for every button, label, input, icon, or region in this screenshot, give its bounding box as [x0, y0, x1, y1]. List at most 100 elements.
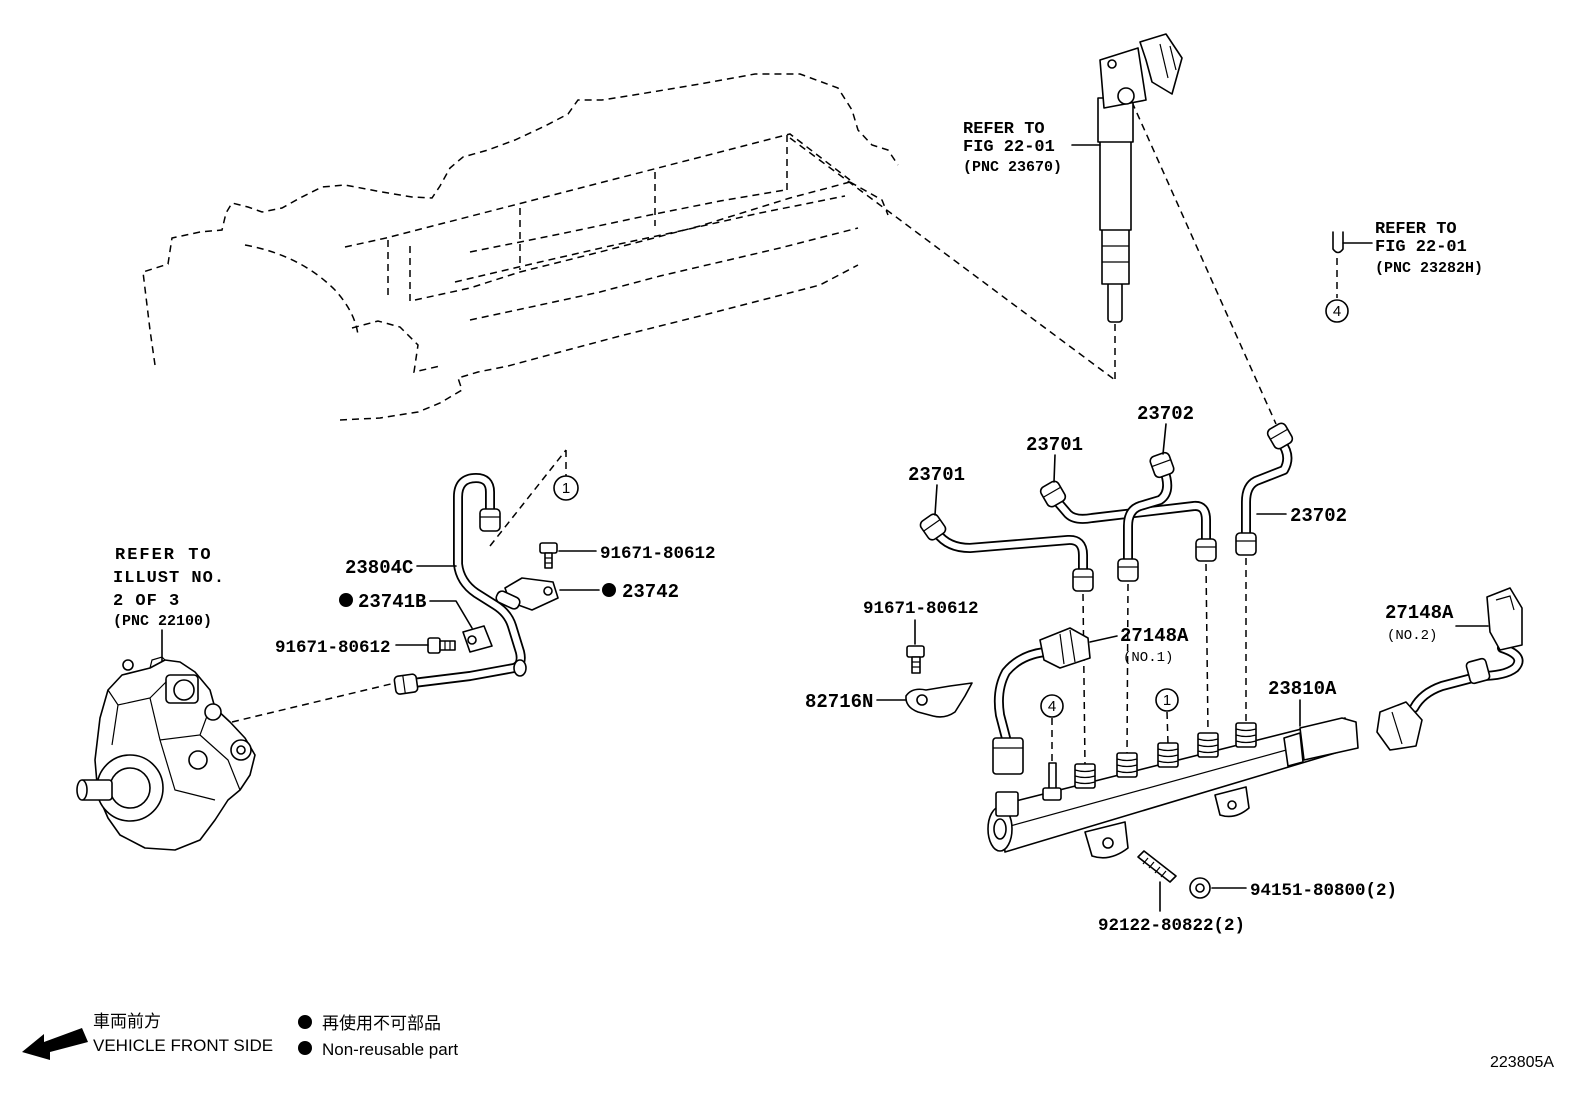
nut-94151-80800[interactable]	[1189, 877, 1211, 899]
callout-92122-80822[interactable]: 92122-80822(2)	[1098, 916, 1245, 936]
marker-circle	[1155, 688, 1179, 712]
callout-27148a-no2[interactable]: 27148A	[1385, 602, 1454, 624]
marker-number: 4	[1333, 303, 1341, 320]
wire-connector-lower	[992, 737, 1024, 775]
leader-line	[1053, 454, 1056, 483]
rail-end-hole	[993, 818, 1007, 840]
pipe-nut	[1149, 451, 1175, 479]
protector-hole	[916, 694, 928, 706]
injection-pipe-23701-left[interactable]	[918, 512, 1094, 592]
callout-23701-middle[interactable]: 23701	[1026, 434, 1083, 456]
injector-rings	[1102, 245, 1129, 263]
callout-94151-80800[interactable]: 94151-80800(2)	[1250, 881, 1397, 901]
figure-id: 223805A	[1490, 1054, 1554, 1071]
injector-connector	[1139, 33, 1183, 95]
pipe-nut-rail-side	[479, 508, 501, 532]
pump-flange-inner	[109, 767, 151, 809]
injection-pipe-23702-upper[interactable]	[1117, 451, 1175, 582]
ref-injector-line1: REFER TO	[963, 120, 1045, 139]
legend-front-en: VEHICLE FRONT SIDE	[93, 1036, 273, 1055]
ref-plug-line2: FIG 22-01	[1375, 238, 1467, 257]
plug-reference-note: REFER TO FIG 22-01 (PNC 23282H) 4	[1325, 220, 1483, 323]
pump-bolt	[122, 659, 134, 671]
injector-connector-ribs	[1159, 43, 1177, 79]
injector-nozzle-body	[1101, 227, 1130, 285]
injector-screw	[1107, 59, 1117, 69]
bracket-clamp	[495, 590, 521, 610]
bolt-shank	[439, 640, 456, 651]
marker-number: 1	[562, 480, 570, 497]
callout-82716n[interactable]: 82716N	[805, 691, 873, 713]
callout-23810a[interactable]: 23810A	[1268, 678, 1337, 700]
ref-pump-line2: ILLUST NO.	[113, 569, 225, 588]
fuel-supply-pump[interactable]	[76, 656, 256, 851]
ref-pump-line3: 2 OF 3	[113, 592, 180, 611]
engine-phantom-outline	[142, 73, 1277, 425]
non-reusable-bullet	[339, 593, 353, 607]
injector-position-line	[789, 137, 1116, 381]
wire-connector-upper	[1039, 627, 1091, 669]
bolt-91671-80612-right[interactable]	[906, 645, 925, 674]
pipe-nut	[1266, 422, 1294, 450]
callout-23741b[interactable]: 23741B	[358, 591, 426, 613]
bolt-91671-80612-upper[interactable]	[539, 542, 558, 569]
pump-top-edge	[149, 656, 166, 669]
injector-reference-note: REFER TO FIG 22-01 (PNC 23670)	[963, 120, 1101, 176]
bolt-head	[427, 637, 441, 654]
legend-nonreusable-en: Non-reusable part	[322, 1040, 458, 1059]
wire-harness-27148a-no1[interactable]	[992, 627, 1091, 775]
head-cover-box	[344, 133, 851, 305]
marker-number: 4	[1048, 698, 1056, 715]
bolt-shank	[544, 552, 553, 569]
callout-bolt-right[interactable]: 91671-80612	[863, 599, 979, 619]
injector-fitting	[1117, 87, 1135, 105]
legend-front-jp: 車両前方	[93, 1012, 161, 1031]
stud-92122-80822[interactable]	[1137, 850, 1177, 883]
vehicle-front-arrow-icon	[22, 1028, 88, 1060]
callout-23701-left[interactable]: 23701	[908, 464, 965, 486]
rail-port	[1074, 763, 1096, 789]
callout-bolt-upper[interactable]: 91671-80612	[600, 544, 716, 564]
rail-port	[1157, 742, 1179, 768]
wire-connector-upper	[1486, 587, 1523, 651]
callout-23702-upper[interactable]: 23702	[1137, 403, 1194, 425]
callout-bolt-lower[interactable]: 91671-80612	[275, 638, 391, 658]
pipe-clamp-23741b[interactable]	[462, 625, 493, 653]
legend-nonreusable-jp: 再使用不可部品	[322, 1013, 441, 1033]
pipe-nut	[919, 513, 947, 541]
common-rail-23810a[interactable]	[987, 717, 1359, 859]
callout-23742[interactable]: 23742	[622, 581, 679, 603]
fuel-pipe-23804c[interactable]	[393, 478, 527, 695]
callout-27148a-no1[interactable]: 27148A	[1120, 625, 1189, 647]
engine-outline-arc	[244, 244, 359, 336]
pump-to-pipe-line	[231, 682, 396, 723]
pump-boss	[188, 750, 208, 770]
marker-circle	[553, 475, 579, 501]
pipe-bracket-23742[interactable]	[495, 577, 559, 611]
pipe-bend-joint	[513, 659, 527, 677]
pipe-to-rail-lines	[1051, 558, 1247, 767]
fuel-injector[interactable]	[1097, 33, 1183, 323]
ref-injector-line3: (PNC 23670)	[963, 159, 1062, 176]
non-reusable-bullet	[298, 1041, 312, 1055]
injection-pipe-23702-right[interactable]	[1235, 421, 1294, 556]
callout-23702-right[interactable]: 23702	[1290, 505, 1347, 527]
bolt-shank	[911, 656, 921, 674]
bolt-91671-80612-lower[interactable]	[427, 637, 456, 654]
pipe-nut	[1072, 568, 1094, 592]
sensor-hex	[1283, 732, 1304, 767]
rail-mount-hole	[1227, 800, 1237, 810]
wire-grommet	[1465, 657, 1491, 685]
callout-23804c[interactable]: 23804C	[345, 557, 413, 579]
bracket-hole	[543, 586, 553, 596]
wire-harness-27148a-no2[interactable]	[1376, 587, 1524, 751]
wire-connector-lower	[1376, 701, 1423, 751]
injection-pipe-23701-middle[interactable]	[1039, 479, 1217, 562]
wire-protector-82716n[interactable]	[905, 682, 973, 718]
leader-line	[1089, 635, 1118, 643]
nut-hole	[1195, 883, 1205, 893]
pipe-nut	[1195, 538, 1217, 562]
pump-housing-edges	[107, 679, 241, 801]
leader-line	[1162, 423, 1167, 455]
